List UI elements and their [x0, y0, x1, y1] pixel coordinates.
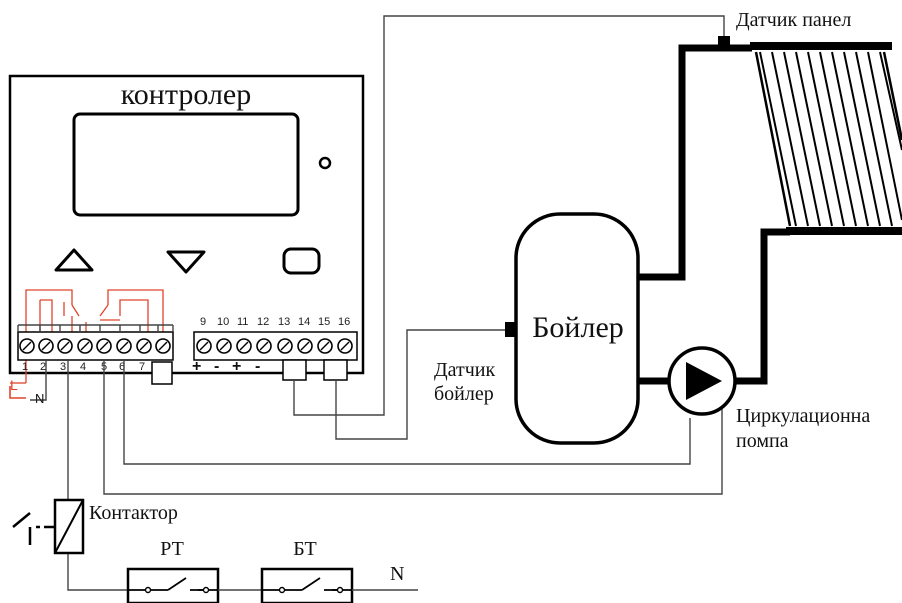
neutral-label: N	[390, 563, 404, 585]
terminal-block-right: 9 10 11 12 13 14 15 16 + - + -	[192, 316, 358, 381]
plus-sign-9: +	[192, 358, 201, 375]
terminal-13: 13	[278, 316, 290, 328]
panel-sensor-label: Датчик панел	[736, 9, 851, 31]
terminal-3: 3	[60, 361, 66, 373]
panel-sensor	[718, 36, 730, 46]
boiler-sensor-label-1: Датчик	[434, 359, 496, 381]
contactor-label: Контактор	[89, 502, 178, 524]
solar-panel	[750, 42, 902, 235]
rt-label: РТ	[160, 538, 184, 560]
contactor	[12, 498, 85, 555]
pump-label-2: помпа	[736, 430, 789, 452]
bt-label: БТ	[293, 538, 316, 560]
relay-wiring	[10, 289, 164, 384]
circulation-pump	[667, 346, 737, 416]
terminal-4: 4	[80, 361, 86, 373]
boiler-sensor-label-2: бойлер	[434, 383, 494, 405]
boiler-sensor	[505, 322, 517, 337]
controller-title: контролер	[121, 78, 251, 111]
terminal-10: 10	[217, 316, 229, 328]
terminal-6: 6	[119, 361, 125, 373]
minus-sign-12: -	[255, 358, 260, 375]
set-button[interactable]	[282, 247, 321, 275]
pump-label-1: Циркулационна	[736, 405, 870, 427]
terminal-14: 14	[298, 316, 310, 328]
terminal-9: 9	[200, 316, 206, 328]
terminal-1: 1	[22, 361, 28, 373]
down-button[interactable]	[166, 250, 206, 274]
status-led	[318, 156, 332, 170]
terminal-block-left: 1 2 3 4 5 6 7 8	[17, 324, 174, 385]
minus-sign-10: -	[214, 358, 219, 375]
bt-thermostat	[260, 567, 354, 603]
terminal-16: 16	[338, 316, 350, 328]
terminal-7: 7	[139, 361, 145, 373]
up-button[interactable]	[54, 248, 94, 272]
line-label-l: L	[10, 377, 18, 393]
terminal-11: 11	[237, 316, 248, 328]
signal-wires	[67, 15, 725, 591]
plus-sign-11: +	[232, 358, 241, 375]
rt-thermostat	[126, 567, 220, 603]
terminal-15: 15	[318, 316, 330, 328]
controller-display	[72, 112, 300, 217]
pipes	[637, 44, 790, 385]
line-label-n: N	[35, 391, 44, 406]
terminal-2: 2	[40, 361, 46, 373]
boiler-label: Бойлер	[532, 311, 624, 344]
terminal-12: 12	[257, 316, 269, 328]
